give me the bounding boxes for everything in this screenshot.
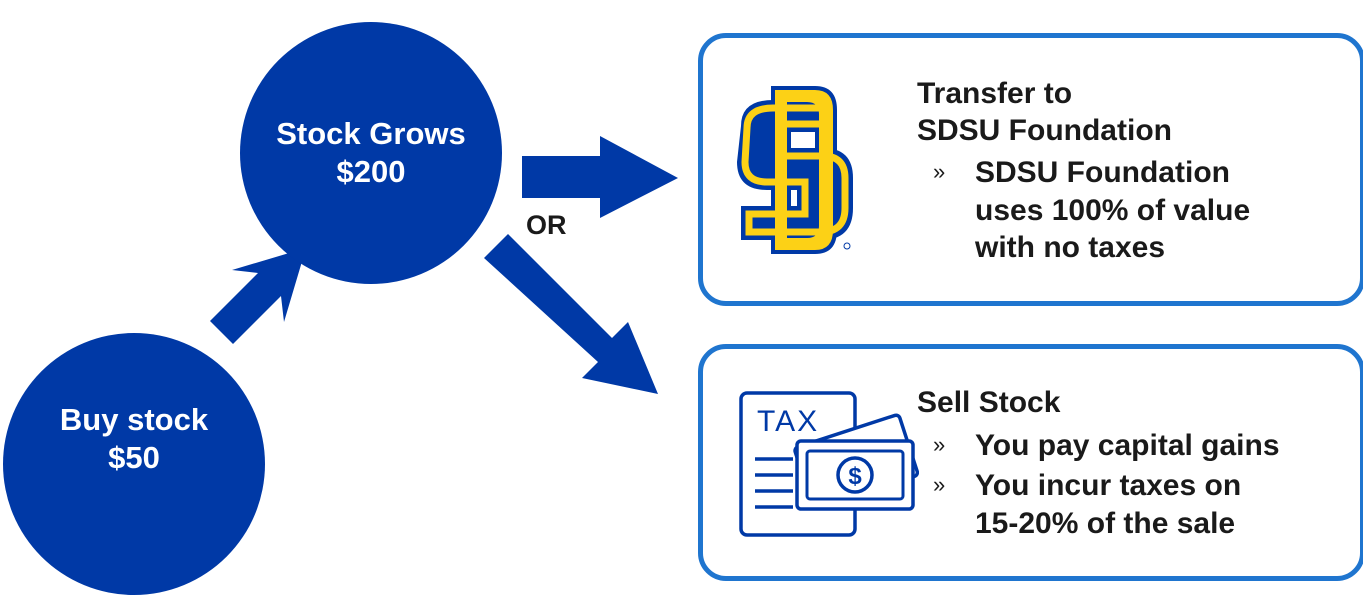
bullet-mark: » — [933, 159, 946, 184]
buy-stock-label: Buy stock — [59, 402, 209, 438]
sell-option-card: TAX $ Sell Stock » You pay capital gains… — [698, 344, 1363, 581]
sdsu-logo-icon — [737, 86, 853, 254]
transfer-title-line1: Transfer to — [917, 77, 1073, 110]
stock-grows-node: Stock Grows $200 — [240, 22, 502, 284]
stock-grows-value: $200 — [336, 154, 406, 189]
transfer-option-card: Transfer to SDSU Foundation » SDSU Found… — [698, 33, 1363, 306]
transfer-bullet-line: with no taxes — [975, 231, 1166, 264]
tax-document-icon: TAX $ — [739, 391, 919, 537]
sell-bullet-line: You pay capital gains — [975, 429, 1280, 462]
transfer-title-line2: SDSU Foundation — [917, 114, 1172, 147]
transfer-bullet: » SDSU Foundation uses 100% of value wit… — [933, 154, 1251, 267]
bullet-mark: » — [933, 472, 946, 497]
svg-text:$: $ — [848, 463, 862, 490]
or-label: OR — [526, 210, 567, 240]
sell-bullet-1: » You pay capital gains — [933, 427, 1280, 465]
stock-grows-label: Stock Grows — [276, 116, 466, 152]
svg-text:TAX: TAX — [757, 405, 819, 438]
arrow-grow-to-sell — [484, 234, 658, 394]
bullet-mark: » — [933, 432, 946, 457]
transfer-bullet-line: uses 100% of value — [975, 193, 1251, 227]
arrow-buy-to-grow — [210, 248, 306, 344]
sell-bullet-2: » You incur taxes on 15-20% of the sale — [933, 467, 1242, 542]
arrow-grow-to-transfer — [522, 136, 678, 218]
sell-bullet-line: You incur taxes on — [975, 469, 1242, 502]
buy-stock-value: $50 — [108, 440, 160, 475]
sell-bullet-line: 15-20% of the sale — [975, 506, 1236, 540]
buy-stock-node: Buy stock $50 — [3, 333, 265, 595]
transfer-bullet-line: SDSU Foundation — [975, 156, 1230, 189]
sell-title: Sell Stock — [917, 386, 1061, 419]
